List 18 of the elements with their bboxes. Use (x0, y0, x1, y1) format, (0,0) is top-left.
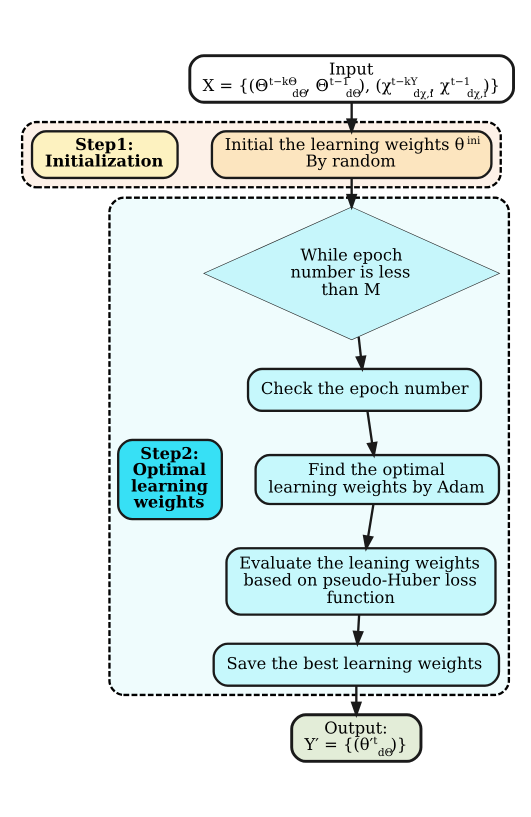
node-box: Step1: Initialization (30, 130, 179, 180)
arrow (366, 410, 378, 458)
node-box: Save the best learning weights (212, 642, 500, 687)
node-box: Output: Y′ = {(θ′$^{t}$$_{dΘ}$)} (290, 713, 422, 763)
arrow (346, 102, 358, 135)
node-diamond: While epoch number is less than M (203, 206, 500, 340)
node-box: Find the optimal learning weights by Adam (254, 454, 500, 506)
node-box: Step2: Optimal learning weights (117, 438, 223, 520)
node-box: Evaluate the leaning weights based on pseudo-Huber loss function (225, 547, 497, 616)
node-box: Initial the learning weights θ$^{ini}$ By random (210, 130, 493, 180)
cluster (20, 120, 502, 188)
arrow (362, 504, 375, 552)
arrow (346, 178, 358, 210)
arrow (355, 336, 366, 372)
cluster (108, 196, 510, 696)
node-box: Check the epoch number (246, 368, 482, 412)
arrow (352, 614, 364, 648)
arrow (350, 686, 362, 718)
